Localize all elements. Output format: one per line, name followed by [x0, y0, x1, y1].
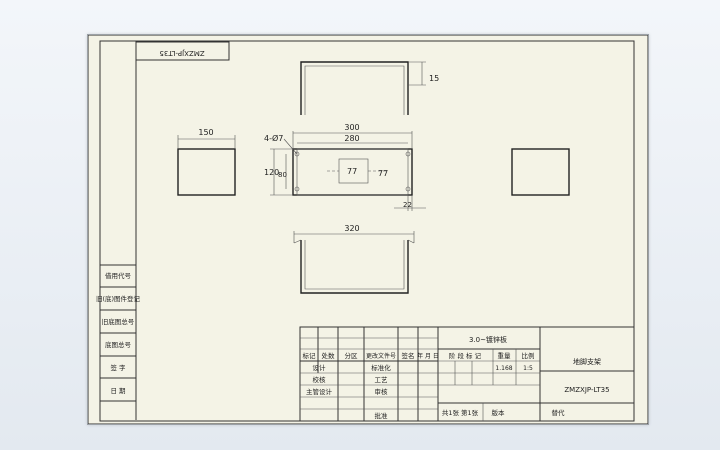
- header-count: 处数: [322, 351, 336, 360]
- weight-value: 1.168: [495, 365, 512, 372]
- header-mark: 标记: [303, 351, 317, 360]
- version-label: 版本: [492, 408, 506, 417]
- dim-side-height: 15: [429, 74, 439, 83]
- row-check: 校核: [313, 375, 327, 384]
- stage-label: 阶 段 标 记: [449, 351, 482, 360]
- scale-value: 1:5: [523, 365, 533, 372]
- dim-80: 80: [278, 171, 287, 179]
- dim-22: 22: [403, 201, 412, 209]
- header-zone: 分区: [345, 351, 359, 360]
- row-review: 审核: [375, 387, 389, 396]
- drawing-sheet: ZMZXJP-LT35 借用代号 旧(底)图件登记 旧底图总号 底图总号 签 字…: [87, 34, 649, 425]
- strip-label-2: 旧(底)图件登记: [96, 294, 141, 303]
- right-side-view: [511, 148, 570, 196]
- dim-77-b: 77: [378, 169, 388, 178]
- row-design: 设计: [313, 363, 327, 372]
- dim-120: 120: [264, 168, 279, 177]
- strip-label-4: 底图总号: [105, 340, 132, 349]
- header-signature: 签名: [402, 351, 415, 360]
- rotated-code: ZMZXJP-LT35: [159, 49, 204, 57]
- inner-border: [99, 40, 635, 422]
- dim-280: 280: [344, 134, 359, 143]
- strip-label-3: 旧底图总号: [102, 317, 135, 326]
- replace-label: 替代: [552, 408, 566, 417]
- row-chief-design: 主管设计: [306, 387, 333, 396]
- scale-label: 比例: [522, 351, 535, 360]
- dim-150: 150: [198, 128, 213, 137]
- header-change-doc: 更改文件号: [366, 352, 396, 360]
- row-standardization: 标准化: [371, 363, 391, 372]
- drawing-code: ZMZXJP-LT35: [564, 386, 609, 394]
- title-block: 3.0~镀锌板 地脚支架 ZMZXJP-LT35 标记 处数 分区 更改文件号 …: [299, 326, 635, 422]
- front-view: 300 280 4-Ø7 120 80 77 77 22: [264, 123, 426, 211]
- material-label: 3.0~镀锌板: [469, 335, 507, 344]
- header-date: 年 月 日: [417, 352, 439, 360]
- dim-300: 300: [344, 123, 359, 132]
- strip-label-6: 日 期: [110, 387, 126, 395]
- technical-drawing: ZMZXJP-LT35 借用代号 旧(底)图件登记 旧底图总号 底图总号 签 字…: [88, 35, 648, 424]
- bottom-view: 320: [293, 224, 415, 294]
- row-approve: 批准: [375, 411, 389, 420]
- dim-77-a: 77: [347, 167, 357, 176]
- code-block: [135, 41, 230, 61]
- sheet-info: 共1张 第1张: [442, 408, 479, 417]
- left-side-view: 150: [177, 128, 236, 196]
- weight-label: 重量: [498, 352, 512, 360]
- dim-320: 320: [344, 224, 359, 233]
- top-view: 15: [300, 61, 439, 115]
- row-process: 工艺: [375, 376, 389, 384]
- strip-label-5: 签 字: [110, 363, 126, 372]
- strip-label-1: 借用代号: [105, 271, 132, 280]
- part-name: 地脚支架: [573, 357, 601, 366]
- dim-hole-spec: 4-Ø7: [264, 133, 283, 143]
- left-strip-table: 借用代号 旧(底)图件登记 旧底图总号 底图总号 签 字 日 期: [96, 264, 141, 402]
